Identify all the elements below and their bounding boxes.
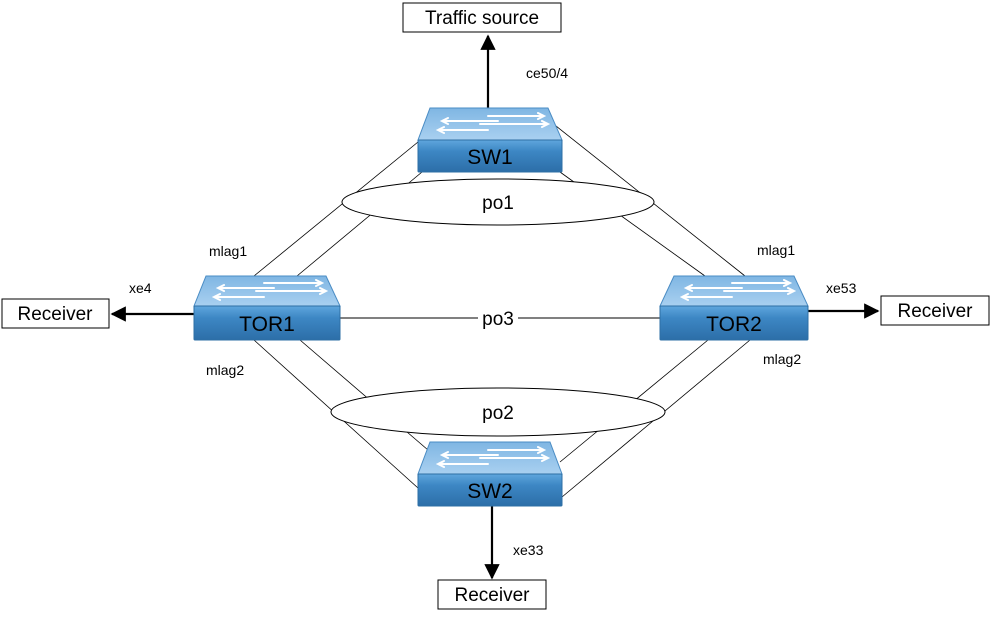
po3-label: po3	[482, 309, 514, 330]
switch-sw2[interactable]: SW2	[417, 441, 563, 507]
po1-label: po1	[482, 193, 514, 214]
switch-tor2[interactable]: TOR2	[659, 275, 809, 341]
receiver-bottom-label: Receiver	[455, 585, 531, 606]
port-label-xe4: xe4	[129, 280, 152, 296]
mlag-label-tor1-mlag2: mlag2	[206, 362, 244, 378]
network-switch-icon	[417, 441, 563, 507]
switch-tor1[interactable]: TOR1	[193, 275, 341, 341]
port-label-ce50-4: ce50/4	[526, 65, 568, 81]
traffic-source-label: Traffic source	[425, 8, 539, 29]
link-line	[253, 141, 419, 277]
network-switch-icon	[659, 275, 809, 341]
receiver-right-box[interactable]: Receiver	[880, 295, 990, 326]
po2-ellipse[interactable]	[330, 387, 666, 437]
receiver-right-label: Receiver	[898, 301, 974, 322]
tor2-label: TOR2	[706, 313, 762, 336]
network-switch-icon	[193, 275, 341, 341]
switch-sw1[interactable]: SW1	[417, 107, 563, 173]
tor1-label: TOR1	[239, 313, 295, 336]
po1-ellipse[interactable]	[341, 178, 655, 226]
port-label-xe53: xe53	[826, 280, 857, 296]
mlag-label-tor1-mlag1: mlag1	[209, 243, 247, 259]
sw2-label: SW2	[467, 480, 513, 503]
port-label-xe33: xe33	[513, 542, 544, 558]
port-channel-po3[interactable]: po3	[340, 309, 660, 330]
receiver-bottom-box[interactable]: Receiver	[437, 579, 547, 610]
traffic-source-box[interactable]: Traffic source	[402, 2, 562, 33]
port-channel-po1[interactable]: po1	[341, 178, 655, 226]
network-switch-icon	[417, 107, 563, 173]
mlag-label-tor2-mlag1: mlag1	[757, 242, 795, 258]
mlag-label-tor2-mlag2: mlag2	[763, 351, 801, 367]
po2-label: po2	[482, 403, 514, 424]
port-channel-po2[interactable]: po2	[330, 387, 666, 437]
receiver-left-label: Receiver	[18, 304, 94, 325]
receiver-left-box[interactable]: Receiver	[1, 298, 110, 329]
sw1-label: SW1	[467, 146, 513, 169]
